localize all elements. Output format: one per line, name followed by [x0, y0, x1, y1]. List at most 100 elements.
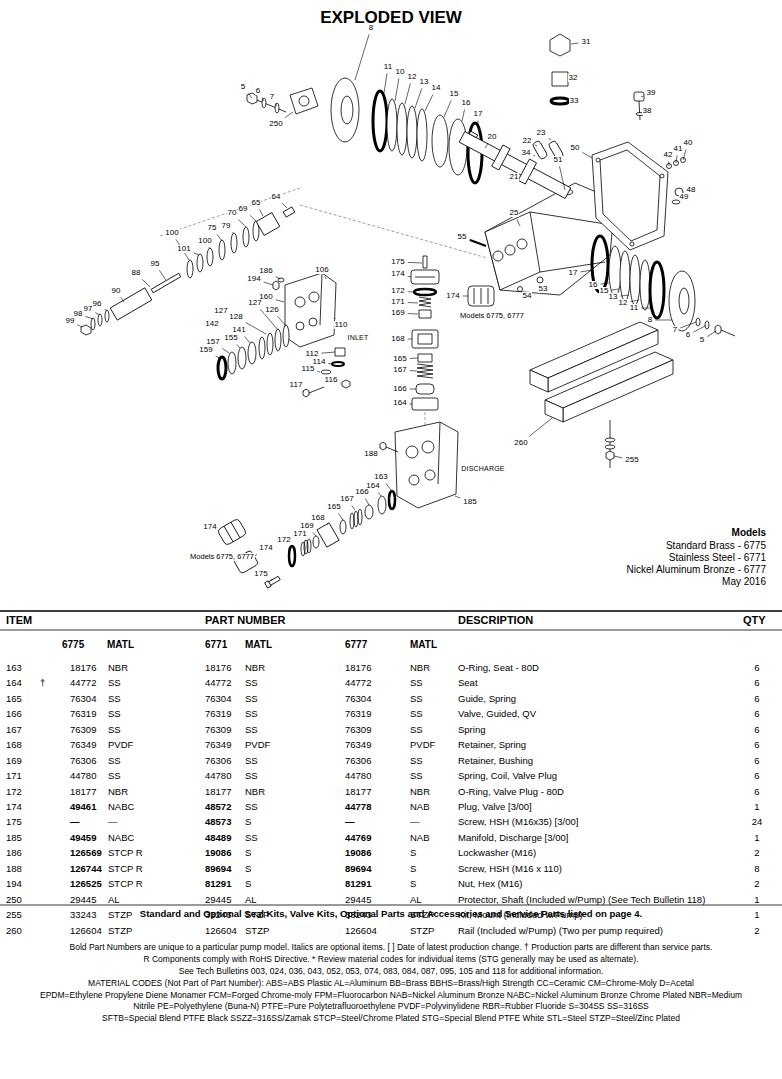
mounting-rails: [545, 400, 563, 422]
leader-line: [444, 100, 451, 117]
callout-number: 155: [223, 334, 238, 343]
leader-line: [278, 316, 286, 326]
table-subheader: MATL: [245, 639, 272, 650]
table-cell: Spring: [458, 725, 485, 735]
table-cell: 76349: [205, 740, 231, 750]
table-cell: SS: [410, 771, 423, 781]
callout-number: 101: [176, 245, 191, 254]
table-cell: 76319: [70, 709, 96, 719]
table-cell: NABC: [108, 802, 134, 812]
callout-number: 169: [390, 309, 405, 318]
callout-number: 16: [588, 281, 599, 290]
bearing-stack-left: [290, 88, 318, 114]
leader-line: [321, 352, 335, 353]
mounting-rails: [530, 322, 673, 468]
valve-stack: [414, 289, 436, 295]
leader-line: [425, 94, 433, 111]
callout-number: 116: [324, 376, 339, 385]
leader-line: [408, 313, 418, 315]
callout-number: 126: [264, 306, 279, 315]
callout-number: 188: [363, 450, 378, 459]
leader-line: [469, 240, 475, 242]
valve-stack: [418, 334, 432, 344]
discharge-manifold: [386, 447, 398, 452]
table-cell: 44780: [205, 771, 231, 781]
leader-line: [462, 109, 465, 121]
table-cell: STZP: [108, 926, 132, 936]
table-cell: PVDF: [245, 740, 270, 750]
leader-line: [611, 289, 619, 290]
table-cell: Screw, HSH (M16x35) [3/00]: [458, 817, 578, 827]
valve-stack: [481, 288, 482, 304]
table-cell: Plug, Valve [3/00]: [458, 802, 532, 812]
callout-number: 165: [326, 503, 341, 512]
table-cell: 44769: [345, 833, 371, 843]
table-cell: 6: [754, 694, 759, 704]
bearing-stack-left: [331, 78, 359, 142]
mounting-rails: [563, 360, 673, 422]
table-cell: NBR: [410, 787, 430, 797]
table-cell: S: [410, 864, 416, 874]
mounting-rails: [605, 445, 615, 449]
table-cell: S: [245, 848, 251, 858]
callout-number: 99: [65, 317, 76, 326]
leader-line: [408, 262, 422, 264]
table-cell: S: [245, 879, 251, 889]
discharge-manifold: [422, 441, 434, 453]
discharge-manifold: [307, 539, 311, 553]
callout-number: 174: [258, 544, 273, 553]
callout-number: 8: [647, 316, 653, 325]
callout-number: 17: [568, 269, 579, 278]
rear-cover: [551, 98, 569, 104]
table-cell: PVDF: [410, 740, 435, 750]
table-cell: 81291: [205, 879, 231, 889]
models-heading: Models: [732, 527, 766, 538]
crankshaft: [459, 132, 571, 199]
inlet-manifold: [267, 333, 273, 355]
callout-number: 97: [83, 305, 94, 314]
table-cell: 18177: [70, 787, 96, 797]
leader-line: [142, 279, 150, 287]
table-cell: SS: [410, 678, 423, 688]
rear-cover: [592, 142, 668, 250]
table-cell: 76319: [205, 709, 231, 719]
table-cell: SS: [108, 694, 121, 704]
table-cell: Retainer, Bushing: [458, 756, 533, 766]
table-cell: 188: [6, 864, 22, 874]
table-cell: Spring, Coil, Valve Plug: [458, 771, 557, 781]
leader-line: [395, 78, 399, 101]
callout-number: 42: [663, 151, 674, 160]
leader-line: [285, 112, 293, 118]
rear-cover: [552, 72, 568, 86]
valve-stack: [419, 310, 431, 318]
table-cell: O-Ring, Seat - 80D: [458, 663, 539, 673]
callout-number: 70: [227, 209, 238, 218]
guide-line: [160, 188, 487, 426]
guide-line: [425, 412, 426, 426]
table-cell: AL: [108, 895, 120, 905]
discharge-manifold: [365, 505, 373, 519]
table-cell: 165: [6, 694, 22, 704]
callout-number: 53: [538, 285, 549, 294]
callout-number: 23: [536, 129, 547, 138]
table-cell: SS: [245, 694, 258, 704]
plunger-assembly: [256, 213, 280, 236]
table-cell: 44778: [345, 802, 371, 812]
table-cell: Seat: [458, 678, 478, 688]
callout-number: 172: [390, 287, 405, 296]
table-cell: SS: [410, 709, 423, 719]
rear-cover: [596, 158, 600, 162]
leader-line: [328, 363, 332, 365]
leader-line: [548, 138, 551, 140]
callout-number: 50: [570, 144, 581, 153]
table-cell: Manifold, Discharge [3/00]: [458, 833, 568, 843]
diagram-title: EXPLODED VIEW: [320, 9, 462, 28]
table-cell: 2: [754, 926, 759, 936]
table-rule: [0, 611, 782, 905]
rear-cover: [639, 101, 640, 120]
plunger-assembly: [243, 227, 249, 247]
leader-line: [580, 270, 593, 272]
leader-line: [571, 43, 579, 44]
leader-line: [355, 34, 369, 80]
